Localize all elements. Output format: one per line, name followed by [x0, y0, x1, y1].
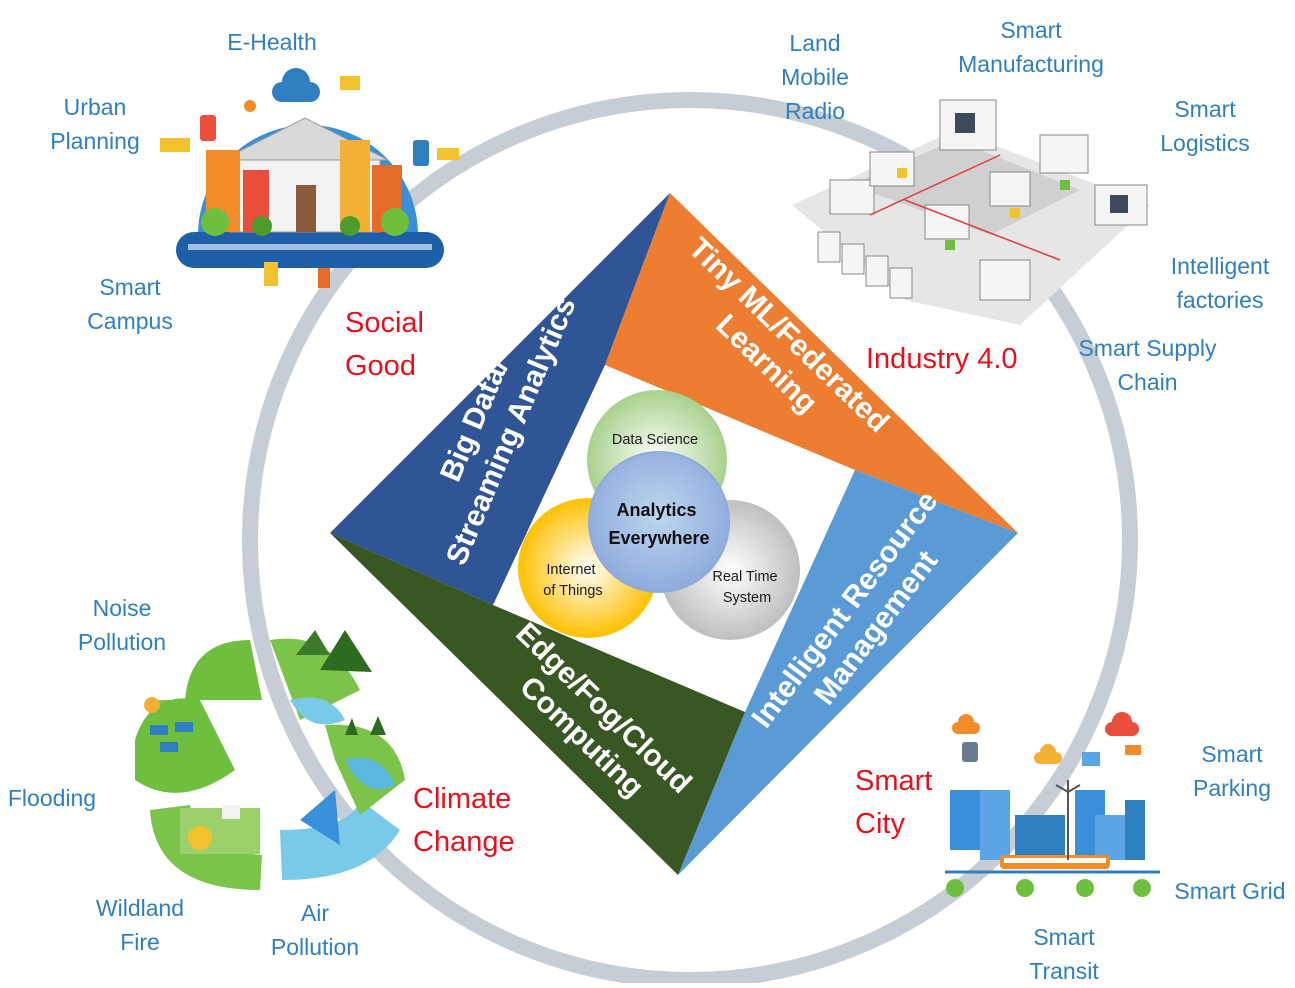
smart-parking-label: Smart Parking — [1193, 741, 1271, 801]
land-mobile-radio-label: Land Mobile Radio — [781, 30, 849, 124]
resource-band — [678, 470, 1018, 875]
analytics-everywhere-text: Analytics Everywhere — [608, 500, 709, 548]
data-science-text: Data Science — [612, 432, 698, 448]
climate-change-label: Climate Change — [413, 783, 515, 858]
climate-illustration — [135, 630, 405, 890]
tiny-ml-band — [605, 193, 1018, 533]
industry-label: Industry 4.0 — [866, 343, 1018, 375]
e-health-label: E-Health — [227, 29, 317, 55]
flooding-label: Flooding — [7, 785, 97, 811]
big-data-band — [330, 193, 670, 605]
smart-grid-label: Smart Grid — [1174, 878, 1286, 904]
smart-city-illustration — [945, 712, 1160, 897]
smart-manufacturing-label: Smart Manufacturing — [958, 17, 1104, 77]
social-good-label: Social Good — [345, 307, 424, 382]
smart-city-label: Smart City — [855, 765, 933, 840]
edge-band — [330, 533, 745, 875]
real-time-text: Real Time System — [712, 569, 781, 606]
noise-pollution-label: Noise Pollution — [77, 595, 167, 655]
smart-campus-label: Smart Campus — [87, 274, 173, 334]
outer-ring — [242, 92, 1138, 983]
air-pollution-label: Air Pollution — [270, 900, 360, 960]
wildland-fire-label: Wildland Fire — [95, 895, 185, 955]
smart-logistics-label: Smart Logistics — [1160, 96, 1250, 156]
intelligent-factories-label: Intelligent factories — [1170, 253, 1270, 313]
industry-illustration — [792, 99, 1150, 325]
social-good-illustration — [160, 68, 459, 288]
smart-transit-label: Smart Transit — [1029, 924, 1099, 984]
analytics-core-circle — [588, 451, 730, 593]
smart-supply-chain-label: Smart Supply Chain — [1078, 335, 1217, 395]
iot-text: Internet of Things — [543, 562, 602, 599]
urban-planning-label: Urban Planning — [50, 94, 140, 154]
